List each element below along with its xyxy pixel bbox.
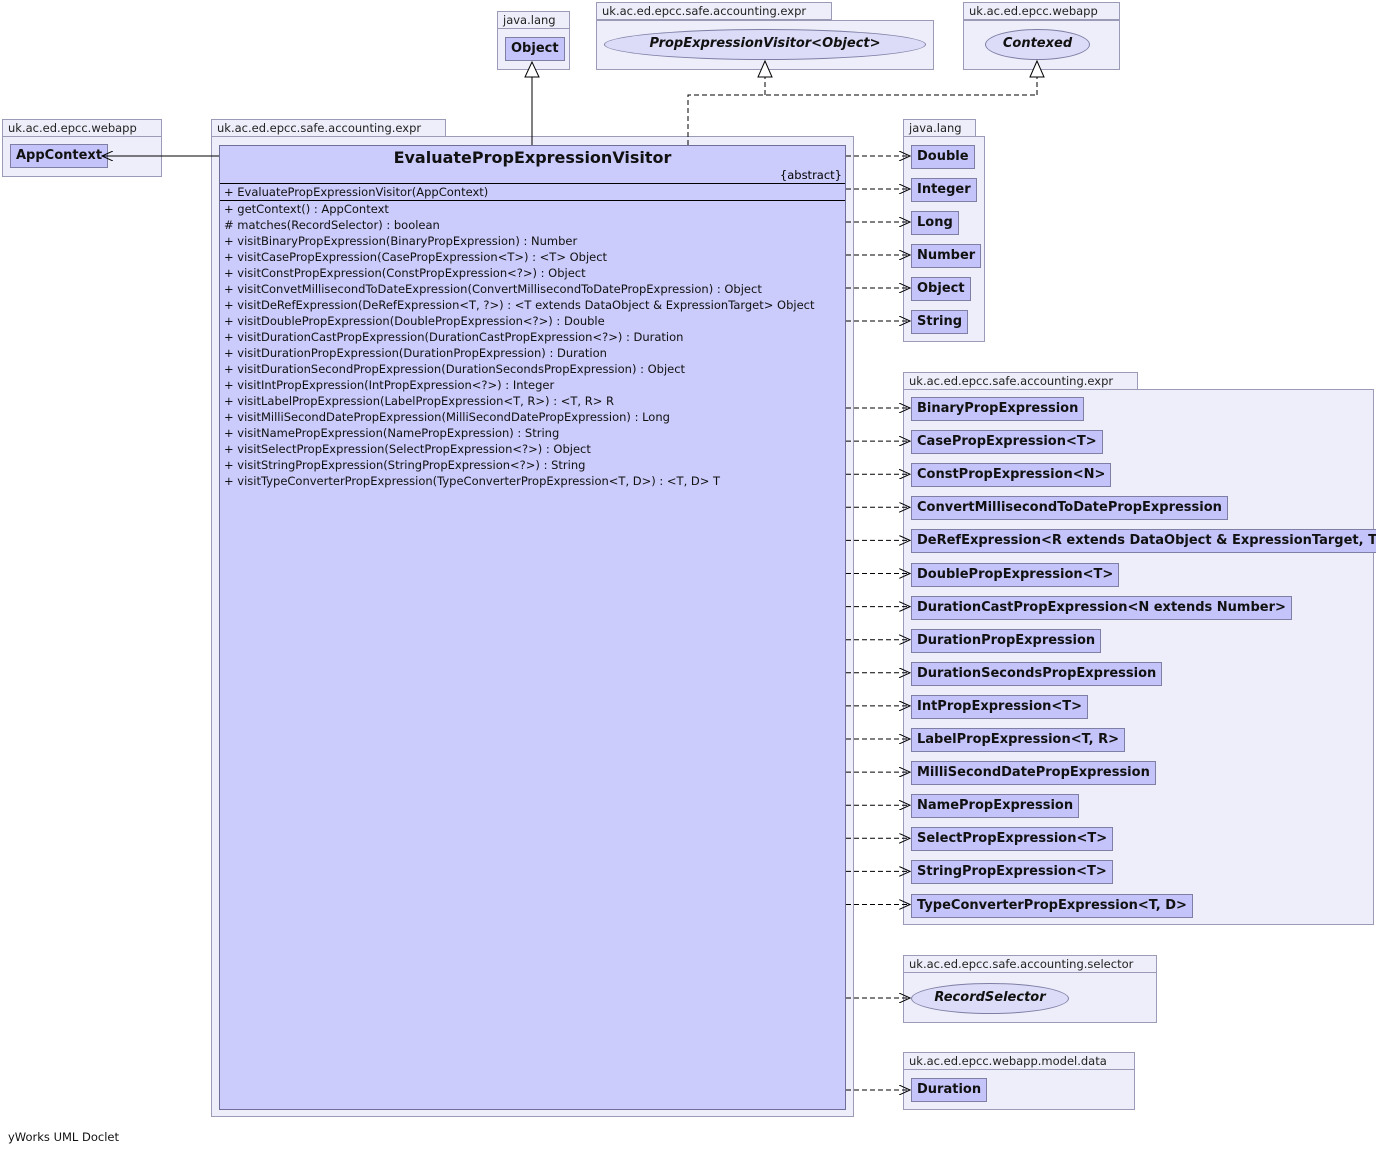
package-label: uk.ac.ed.epcc.webapp [963,2,1120,20]
package-label: uk.ac.ed.epcc.webapp [2,119,162,137]
class-box[interactable]: DurationCastPropExpression<N extends Num… [911,595,1292,620]
method: + visitConvetMillisecondToDateExpression… [224,282,762,296]
class-name: EvaluatePropExpressionVisitor [393,148,672,167]
package-label: java.lang [903,119,976,137]
method: + visitNamePropExpression(NamePropExpres… [224,426,560,440]
divider [220,183,845,184]
method: + visitStringPropExpression(StringPropEx… [224,458,586,472]
class-app-context[interactable]: AppContext [10,144,109,168]
class-box[interactable]: TypeConverterPropExpression<T, D> [911,893,1193,918]
class-box[interactable]: DeRefExpression<R extends DataObject & E… [911,529,1376,554]
class-duration[interactable]: Duration [911,1078,988,1102]
class-box[interactable]: ConvertMillisecondToDatePropExpression [911,496,1228,521]
method: # matches(RecordSelector) : boolean [224,218,440,232]
method: + visitLabelPropExpression(LabelPropExpr… [224,394,614,408]
class-object-top[interactable]: Object [505,37,565,61]
class-evaluate-prop-expression-visitor[interactable]: EvaluatePropExpressionVisitor {abstract}… [219,145,846,1110]
package-label: uk.ac.ed.epcc.safe.accounting.expr [211,119,446,137]
interface-contexed[interactable]: Contexed [985,29,1090,60]
class-box[interactable]: Long [911,211,959,235]
class-box[interactable]: ConstPropExpression<N> [911,463,1112,488]
method: + visitTypeConverterPropExpression(TypeC… [224,474,721,488]
inheritance-arrow-icon [524,60,540,78]
package-java-lang-right [903,136,985,342]
class-box[interactable]: Object [911,277,971,301]
class-box[interactable]: DoublePropExpression<T> [911,562,1120,587]
class-box[interactable]: DurationPropExpression [911,628,1102,653]
method: + visitIntPropExpression(IntPropExpressi… [224,378,555,392]
method: + visitDurationSecondPropExpression(Dura… [224,362,686,376]
method: + visitSelectPropExpression(SelectPropEx… [224,442,591,456]
method: + visitDeRefExpression(DeRefExpression<T… [224,298,815,312]
method: + visitBinaryPropExpression(BinaryPropEx… [224,234,578,248]
package-label: uk.ac.ed.epcc.safe.accounting.expr [596,2,832,20]
package-label: uk.ac.ed.epcc.webapp.model.data [903,1052,1135,1070]
method: + getContext() : AppContext [224,202,389,216]
class-box[interactable]: LabelPropExpression<T, R> [911,728,1126,752]
realization-arrow-icon [1029,59,1045,78]
class-box[interactable]: BinaryPropExpression [911,397,1085,421]
interface-record-selector[interactable]: RecordSelector [911,983,1069,1014]
interface-prop-expression-visitor[interactable]: PropExpressionVisitor<Object> [604,29,926,60]
class-modifier: {abstract} [779,168,842,182]
class-box[interactable]: NamePropExpression [911,794,1080,819]
method: + visitDoublePropExpression(DoublePropEx… [224,314,605,328]
footer-credit: yWorks UML Doclet [8,1130,119,1144]
package-label: uk.ac.ed.epcc.safe.accounting.expr [903,372,1138,390]
method: + visitConstPropExpression(ConstPropExpr… [224,266,586,280]
method: + visitMilliSecondDatePropExpression(Mil… [224,410,670,424]
class-box[interactable]: Integer [911,178,977,202]
class-box[interactable]: CasePropExpression<T> [911,430,1103,455]
package-label: uk.ac.ed.epcc.safe.accounting.selector [903,955,1157,973]
class-box[interactable]: String [911,310,969,334]
realization-arrow-icon [757,59,773,78]
package-label: java.lang [497,11,570,29]
class-box[interactable]: SelectPropExpression<T> [911,827,1114,852]
divider [220,200,845,201]
method: + visitCasePropExpression(CasePropExpres… [224,250,608,264]
method: + visitDurationPropExpression(DurationPr… [224,346,607,360]
class-box[interactable]: IntPropExpression<T> [911,694,1089,719]
realization-line [687,94,1037,145]
class-box[interactable]: Double [911,145,975,169]
class-box[interactable]: MilliSecondDatePropExpression [911,761,1156,786]
method: + visitDurationCastPropExpression(Durati… [224,330,684,344]
class-box[interactable]: DurationSecondsPropExpression [911,661,1163,686]
constructor: + EvaluatePropExpressionVisitor(AppConte… [224,185,489,199]
class-box[interactable]: Number [911,244,982,268]
class-box[interactable]: StringPropExpression<T> [911,860,1113,885]
